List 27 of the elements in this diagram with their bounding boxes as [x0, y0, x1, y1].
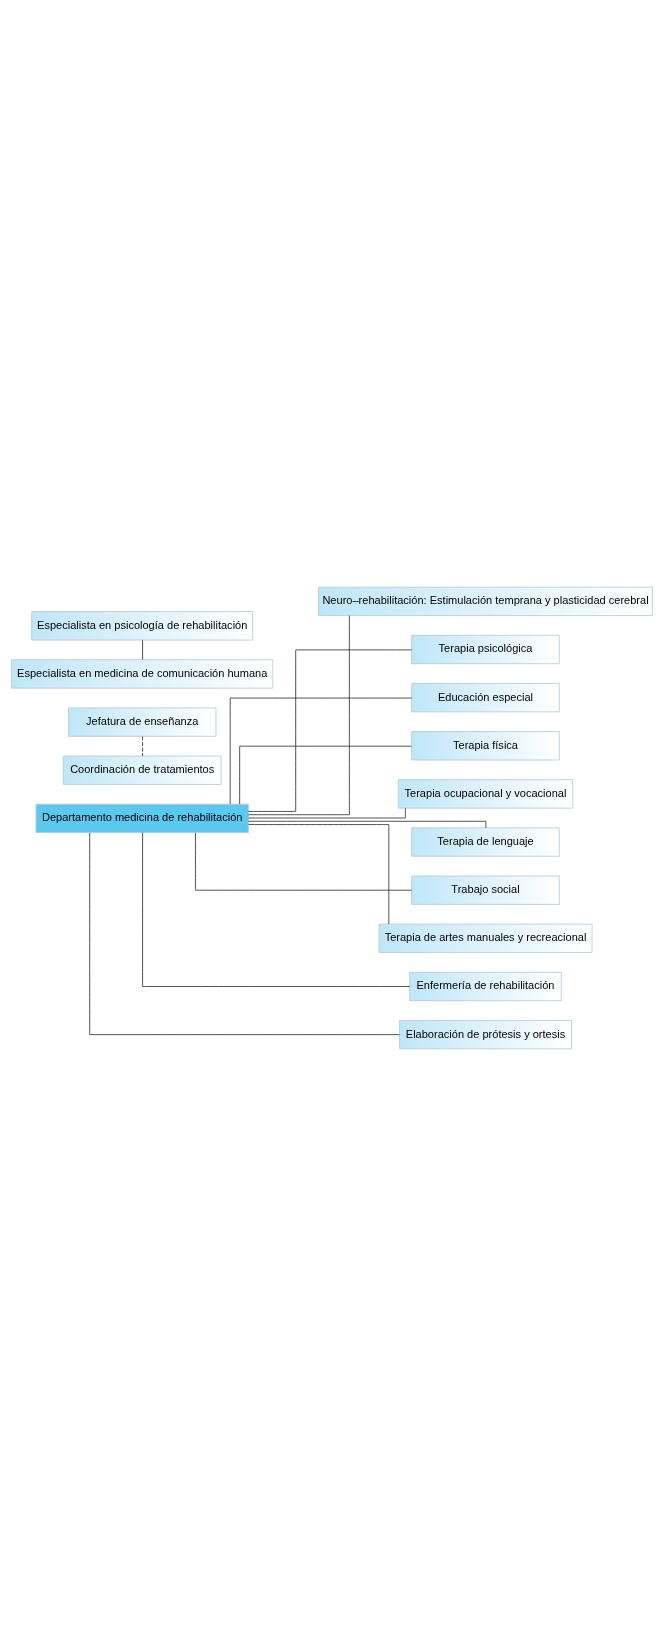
connector [229, 697, 413, 805]
connector [248, 615, 350, 816]
connector [195, 832, 412, 891]
connector [142, 832, 410, 987]
node-box: Especialista en medicina de comunicación humana [11, 659, 274, 689]
node-box: Terapia de lenguaje [411, 827, 560, 857]
connector [142, 639, 143, 660]
node-box: Elaboración de prótesis y ortesis [399, 1020, 572, 1050]
connector [247, 820, 487, 829]
node-box: Coordinación de tratamientos [62, 755, 222, 785]
node-box: Especialista en psicología de rehabilitación [31, 611, 254, 641]
node-box: Terapia psicológica [411, 634, 560, 665]
node-box: Departamento medicina de rehabilitación [35, 803, 249, 833]
connector [248, 824, 390, 925]
node-box: Terapia física [411, 731, 560, 761]
node-box: Neuro–rehabilitación: Estimulación temprana y plasticidad cerebral [318, 586, 653, 616]
node-box: Trabajo social [411, 875, 560, 905]
connector [142, 736, 143, 757]
connector [248, 649, 412, 812]
node-box: Enfermería de rehabilitación [409, 971, 562, 1002]
connector [239, 745, 412, 805]
node-box: Terapia de artes manuales y recreacional [378, 923, 593, 953]
node-box: Educación especial [411, 683, 560, 713]
connector [248, 807, 406, 819]
node-box: Jefatura de enseñanza [68, 707, 217, 737]
node-box: Terapia ocupacional y vocacional [397, 779, 574, 809]
connector [89, 832, 400, 1036]
